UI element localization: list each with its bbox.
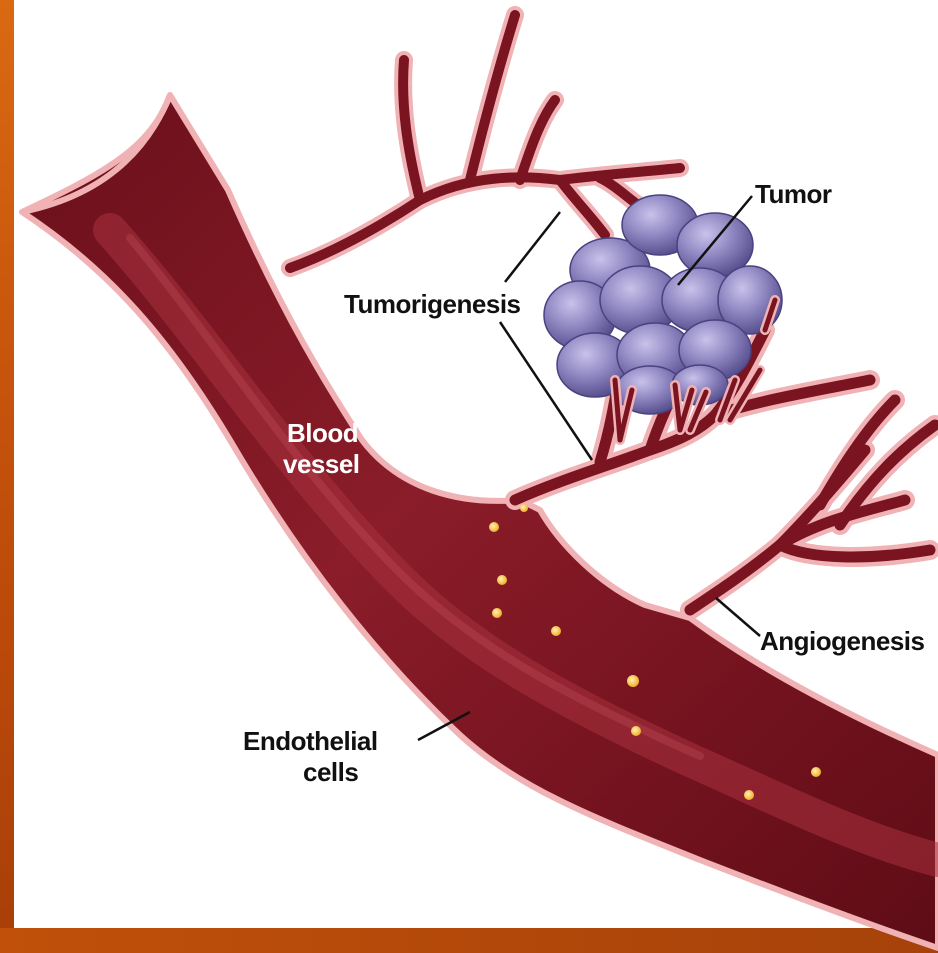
upper-capillary-branches — [290, 15, 680, 268]
angiogenesis-leader-line — [716, 598, 760, 636]
tumorigenesis-label: Tumorigenesis — [344, 289, 521, 319]
blood-vessel-label-line2: vessel — [283, 449, 360, 479]
endothelial-cells-label-line1: Endothelial — [243, 726, 378, 756]
cell-dot — [497, 575, 507, 585]
cell-dot — [492, 608, 502, 618]
cell-dot — [627, 675, 639, 687]
cell-dot — [811, 767, 821, 777]
tumorigenesis-leader-line-upper — [505, 212, 560, 282]
cell-dot — [520, 504, 528, 512]
blood-vessel-label-line1: Blood — [287, 418, 358, 448]
cell-dot — [631, 726, 641, 736]
tumor-label: Tumor — [755, 179, 832, 209]
cell-dot — [744, 790, 754, 800]
cell-dot — [489, 522, 499, 532]
endothelial-cells-label-line2: cells — [303, 757, 358, 787]
angiogenesis-label: Angiogenesis — [760, 626, 925, 656]
cell-dot — [551, 626, 561, 636]
